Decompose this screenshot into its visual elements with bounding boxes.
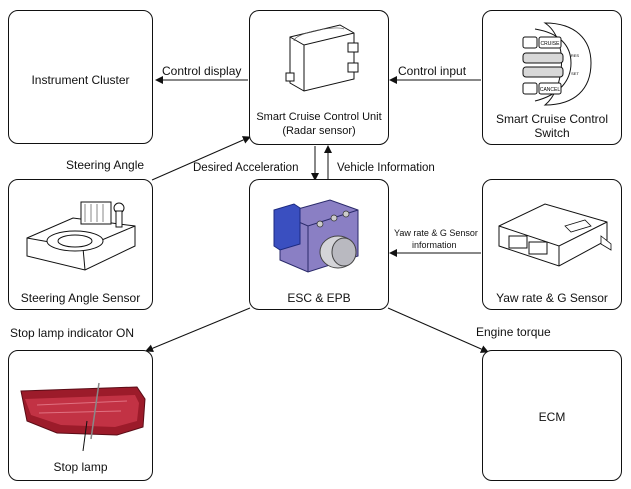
stop-lamp-box: Stop lamp: [8, 350, 153, 481]
esc-module-image: [273, 199, 359, 273]
set-button-text: SET: [571, 71, 579, 76]
yaw-rate-sensor-label: Yaw rate & G Sensor: [496, 291, 608, 305]
stop-lamp-indicator-label: Stop lamp indicator ON: [10, 326, 135, 340]
yaw-info-label-line1: Yaw rate & G Sensor: [394, 228, 478, 238]
cancel-button-text: CANCEL: [540, 87, 561, 93]
scc-unit-box: Smart Cruise Control Unit (Radar sensor): [249, 10, 389, 145]
esc-epb-box: ESC & EPB: [249, 179, 389, 310]
steering-angle-sensor-label: Steering Angle Sensor: [20, 291, 141, 305]
scc-unit-label-line2: (Radar sensor): [282, 125, 356, 137]
scc-unit-label-line1: Smart Cruise Control Unit: [256, 111, 382, 123]
arrow-steering-angle: [151, 136, 251, 181]
scc-switch-box: CRUISE CANCEL RES SET Smart Cruise Contr…: [482, 10, 622, 145]
yaw-sensor-image: [498, 203, 612, 267]
vehicle-information-label: Vehicle Information: [337, 162, 435, 174]
cruise-switch-image: CRUISE CANCEL RES SET: [522, 22, 592, 106]
esc-epb-label: ESC & EPB: [287, 291, 351, 305]
control-input-label: Control input: [398, 64, 467, 78]
radar-unit-image: [285, 24, 359, 92]
engine-torque-label: Engine torque: [476, 325, 551, 339]
scc-switch-label-line1: Smart Cruise Control: [495, 112, 609, 126]
steering-angle-sensor-box: Steering Angle Sensor: [8, 179, 153, 310]
instrument-cluster-box: Instrument Cluster: [8, 10, 153, 144]
arrow-engine-torque: [387, 307, 489, 353]
ecm-box: ECM: [482, 350, 622, 481]
control-display-label: Control display: [162, 64, 242, 78]
scc-switch-label-line2: Switch: [534, 126, 570, 140]
yaw-info-label-line2: information: [412, 240, 457, 250]
steering-angle-label: Steering Angle: [66, 158, 145, 172]
instrument-cluster-label: Instrument Cluster: [31, 73, 130, 87]
yaw-rate-sensor-box: Yaw rate & G Sensor: [482, 179, 622, 310]
stop-lamp-label: Stop lamp: [53, 460, 108, 474]
steering-sensor-image: [26, 201, 136, 271]
stop-lamp-image: [20, 382, 146, 451]
desired-acceleration-label: Desired Acceleration: [193, 162, 299, 174]
res-button-text: RES: [571, 53, 580, 58]
arrow-stop-lamp: [145, 307, 251, 353]
cruise-button-text: CRUISE: [541, 41, 561, 47]
ecm-label: ECM: [538, 410, 566, 424]
